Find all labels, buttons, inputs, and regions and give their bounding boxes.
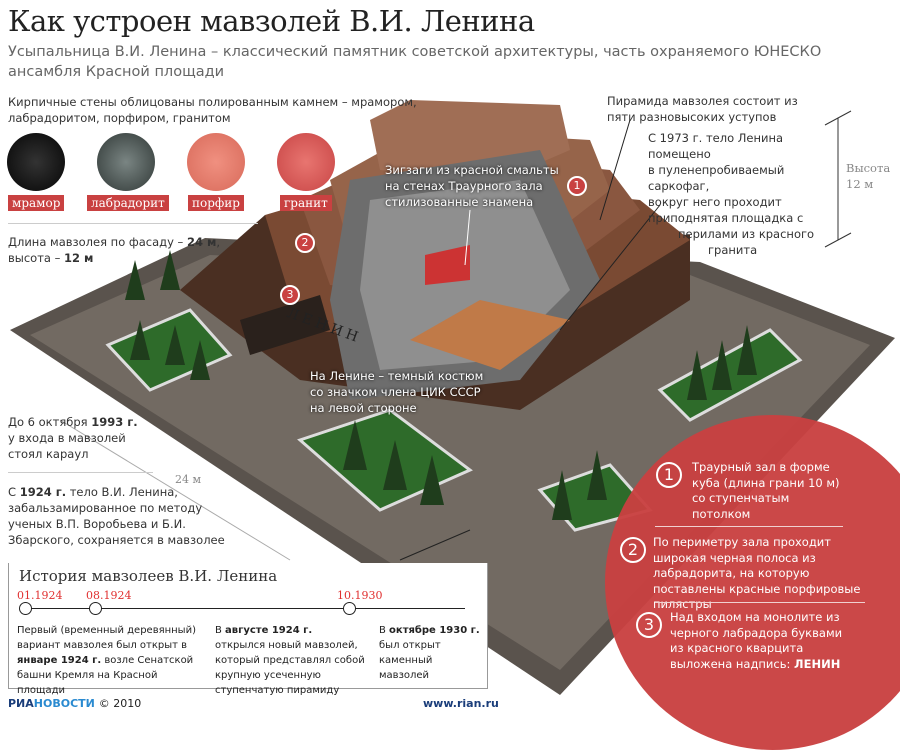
banners [425,245,470,285]
callout-number-1: 1 [656,462,682,488]
timeline-event: Первый (временный деревянный) вариант ма… [17,625,196,696]
timeline-title: История мавзолеев В.И. Ленина [19,567,278,585]
length-label: 24 м [175,473,202,486]
timeline-line [25,608,465,609]
page-title: Как устроен мавзолей В.И. Ленина [8,4,535,38]
divider [655,526,843,527]
trees [125,250,757,520]
footer-brand: РИАНОВОСТИ © 2010 [8,697,142,710]
timeline-event: В октябре 1930 г. был открыт каменный ма… [379,625,480,681]
timeline-box: История мавзолеев В.И. Ленина 01.1924 08… [8,563,488,696]
materials-text: Кирпичные стены облицованы полированным … [8,95,417,125]
entrance-monolith [240,295,330,355]
porphyry-sample [187,133,245,191]
marker-1: 1 [567,176,587,196]
material-label: порфир [188,195,244,211]
material-label: мрамор [8,195,65,211]
pyramid-note: Пирамида мавзолея состоит из пяти разнов… [607,94,798,124]
timeline-date: 10.1930 [337,589,383,602]
timeline-dot [343,602,356,615]
callout-number-2: 2 [620,537,646,563]
divider [8,223,258,224]
timeline-dot [19,602,32,615]
material-label: гранит [280,195,332,211]
length-arrow [59,419,291,561]
subtitle: Усыпальница В.И. Ленина – классический п… [8,44,822,80]
dimensions-text: Длина мавзолея по фасаду – 24 м,высота –… [8,235,221,265]
callout-circle [605,415,900,750]
marble-sample [7,133,65,191]
timeline-date: 01.1924 [17,589,63,602]
divider [655,602,865,603]
callout-1-text: Траурный зал в форме куба (длина грани 1… [692,460,840,521]
callout-3-text: Над входом на монолите из черного лабрад… [670,610,843,671]
marker-2: 2 [295,233,315,253]
divider [8,472,153,473]
embalm-text: С 1924 г. тело В.И. Ленина, забальзамиро… [8,485,225,547]
footer-url[interactable]: www.rian.ru [423,697,499,710]
sarcophagus-platform [410,300,570,370]
timeline-date: 08.1924 [86,589,132,602]
guard-text: До 6 октября 1993 г. у входа в мавзолей … [8,415,138,461]
callout-number-3: 3 [636,612,662,638]
timeline-event: В августе 1924 г. открылся новый мавзоле… [215,625,365,696]
callout-2-text: По периметру зала проходит широкая черна… [653,535,861,611]
mausoleum-illustration [10,100,895,695]
granite-sample [277,133,335,191]
labradorite-sample [97,133,155,191]
marker-3: 3 [280,285,300,305]
material-label: лабрадорит [87,195,169,211]
timeline-dot [89,602,102,615]
